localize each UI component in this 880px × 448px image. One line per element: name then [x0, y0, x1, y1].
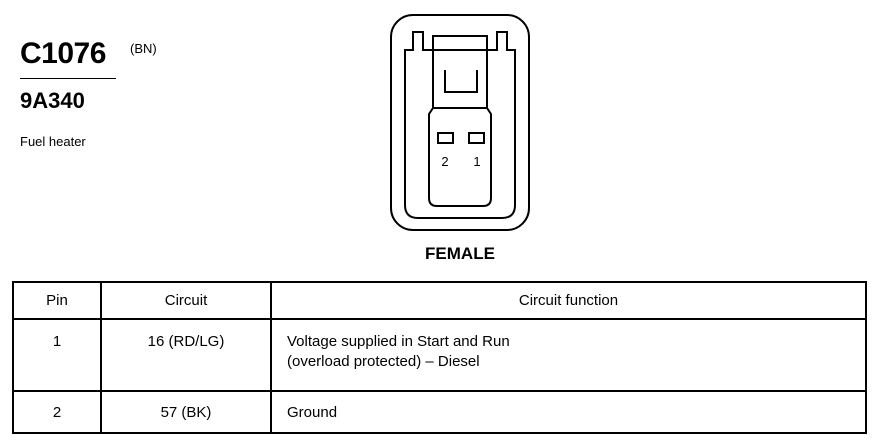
header-divider: [20, 78, 116, 79]
pin-1-label: 1: [473, 154, 480, 169]
component-id: 9A340: [20, 88, 85, 113]
circuit-function-text: Ground: [287, 404, 338, 421]
header-pin: Pin: [12, 281, 102, 320]
table-row: 1 16 (RD/LG) Voltage supplied in Start a…: [12, 318, 867, 392]
circuit-value: 16 (RD/LG): [147, 333, 225, 350]
pin-cell: 1: [12, 318, 102, 392]
circuit-cell: 16 (RD/LG): [100, 318, 272, 392]
table-header-row: Pin Circuit Circuit function: [12, 281, 867, 320]
pin-number: 1: [52, 333, 62, 350]
connector-inner-cavity: [404, 31, 516, 219]
table-row: 2 57 (BK) Ground: [12, 390, 867, 434]
pin-number: 2: [52, 404, 62, 421]
connector-outer-shell: [390, 14, 530, 231]
locking-tab-ramp: [444, 70, 478, 93]
circuit-value: 57 (BK): [160, 404, 212, 421]
connector-color-code: (BN): [130, 41, 157, 56]
locking-tab: [432, 35, 488, 109]
circuit-function-cell: Ground: [270, 390, 867, 434]
pin-2-label: 2: [441, 154, 448, 169]
pin-table: Pin Circuit Circuit function 1 16 (RD/LG…: [12, 281, 867, 434]
header-circuit-function: Circuit function: [270, 281, 867, 320]
pin-2-terminal-icon: [437, 132, 454, 144]
connector-face-diagram: 2 1: [390, 14, 530, 231]
circuit-function-cell: Voltage supplied in Start and Run (overl…: [270, 318, 867, 392]
connector-id: C1076: [20, 37, 106, 70]
circuit-function-line: Voltage supplied in Start and Run: [287, 333, 510, 350]
connector-gender-label: FEMALE: [425, 244, 495, 263]
circuit-function-text: Voltage supplied in Start and Run (overl…: [272, 320, 865, 372]
circuit-cell: 57 (BK): [100, 390, 272, 434]
pin-cell: 2: [12, 390, 102, 434]
header-circuit: Circuit: [100, 281, 272, 320]
circuit-function-line: (overload protected) – Diesel: [287, 353, 480, 370]
pin-1-terminal-icon: [468, 132, 485, 144]
terminal-housing: [428, 107, 492, 207]
component-name: Fuel heater: [20, 134, 86, 149]
